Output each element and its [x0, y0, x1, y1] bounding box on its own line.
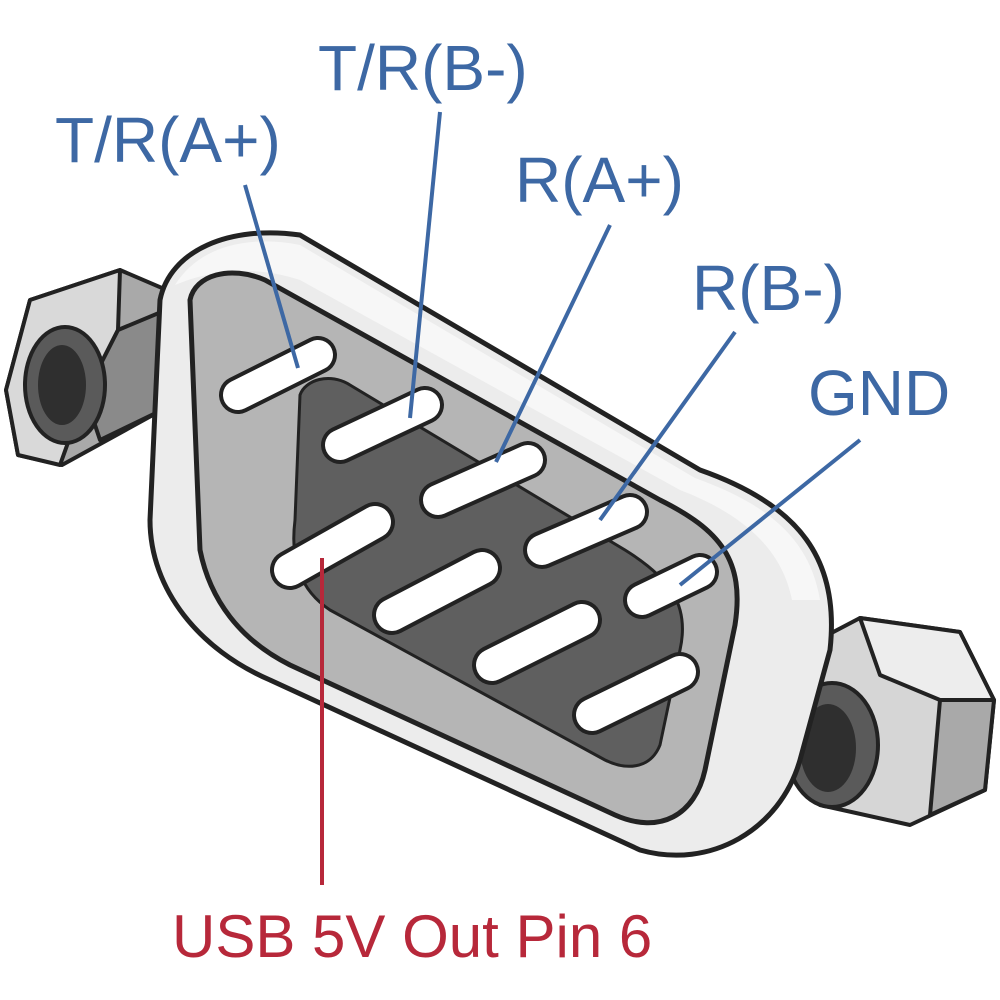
label-pin2: T/R(B-) — [318, 32, 528, 104]
label-pin5: GND — [808, 357, 950, 429]
label-usb: USB 5V Out Pin 6 — [172, 903, 652, 970]
leader-line-pin1 — [243, 184, 300, 369]
label-pin4: R(B-) — [692, 252, 845, 324]
leader-line-pin3 — [494, 224, 612, 463]
leader-line-pin5 — [678, 438, 862, 587]
label-pin1: T/R(A+) — [55, 104, 281, 176]
leader-line-pin2 — [408, 111, 442, 419]
label-pin3: R(A+) — [515, 144, 684, 216]
leader-line-pin4 — [598, 330, 737, 522]
leader-lines-blue — [243, 111, 862, 587]
pin-sockets-bottom-row — [270, 502, 700, 735]
